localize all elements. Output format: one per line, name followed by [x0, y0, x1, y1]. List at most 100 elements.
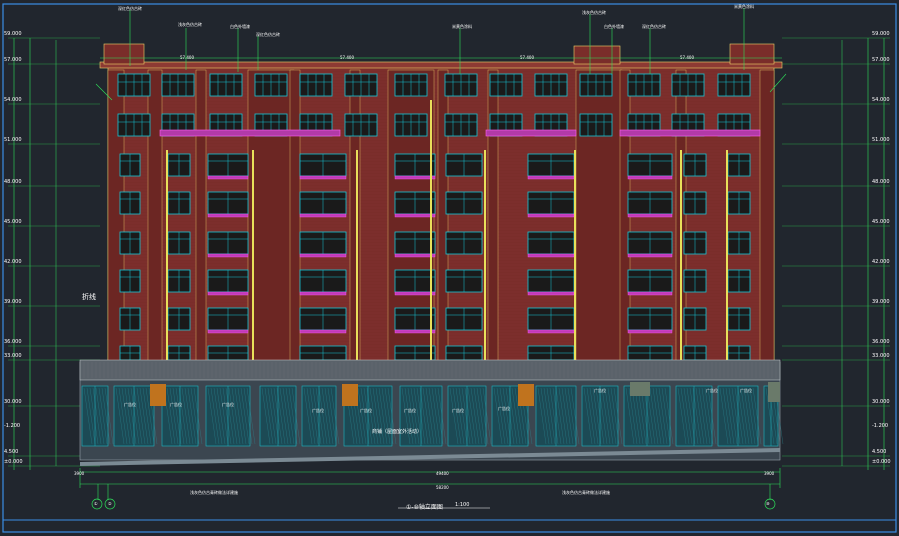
glass-hatch — [473, 387, 483, 445]
roof-parapet — [99, 61, 783, 69]
glass-hatch — [607, 387, 617, 445]
balcony-rail — [394, 253, 436, 258]
glass-hatch — [318, 387, 328, 445]
glass-hatch — [210, 387, 220, 445]
balcony-rail — [207, 213, 249, 218]
elevation-label: -1.200 — [4, 423, 21, 429]
elevation-label: 59.000 — [4, 31, 22, 37]
balcony-rail — [207, 253, 249, 258]
glass-hatch — [610, 387, 620, 445]
shop-tag: 广告位 — [404, 408, 416, 413]
axis-bubble-10 — [764, 498, 776, 510]
balcony-rail — [299, 213, 347, 218]
glass-hatch — [549, 387, 559, 445]
glass-hatch — [692, 387, 702, 445]
glass-hatch — [124, 387, 134, 445]
left-dim: 3900 — [74, 471, 85, 476]
ground-slope — [80, 448, 780, 466]
glass-hatch — [407, 387, 417, 445]
glass-hatch — [387, 387, 397, 445]
axis-right-1: ⑩ — [766, 501, 770, 506]
elevation-label: -1.200 — [872, 423, 889, 429]
elevation-label: 39.000 — [4, 299, 22, 305]
glass-hatch — [384, 387, 394, 445]
glass-hatch — [452, 387, 462, 445]
glass-hatch — [231, 387, 241, 445]
glass-hatch — [698, 387, 708, 445]
material-callout: 深红色仿古砖 — [118, 6, 142, 11]
glass-hatch — [746, 387, 756, 445]
glass-hatch — [86, 387, 96, 445]
glass-hatch — [449, 387, 459, 445]
balcony-rail — [394, 175, 436, 180]
sheet-border — [2, 3, 897, 533]
material-callout: 米黄色涂料 — [452, 24, 472, 29]
glass-hatch — [725, 387, 735, 445]
glass-hatch — [499, 387, 509, 445]
glass-hatch — [664, 387, 674, 445]
glass-hatch — [288, 387, 298, 445]
glass-hatch — [145, 387, 155, 445]
glass-hatch — [366, 387, 376, 445]
balcony-rail — [207, 291, 249, 296]
shop-tag: 广告位 — [312, 408, 324, 413]
glass-hatch — [133, 387, 143, 445]
glass-hatch — [369, 387, 379, 445]
glass-hatch — [372, 387, 382, 445]
glass-hatch — [631, 387, 641, 445]
callout-leader — [95, 83, 113, 101]
balcony-rail — [159, 129, 341, 137]
top-dim-4: 57.400 — [680, 55, 694, 60]
balcony-rail — [627, 213, 673, 218]
glass-hatch — [586, 387, 596, 445]
balcony-rail — [527, 253, 575, 258]
elevation-label: 51.000 — [4, 137, 22, 143]
stair-tower-right — [729, 43, 775, 65]
glass-hatch — [476, 387, 486, 445]
glass-hatch — [378, 387, 388, 445]
glass-hatch — [181, 387, 191, 445]
glass-hatch — [312, 387, 322, 445]
glass-hatch — [461, 387, 471, 445]
glass-hatch — [661, 387, 671, 445]
glass-hatch — [89, 387, 99, 445]
glass-hatch — [734, 387, 744, 445]
glass-hatch — [92, 387, 102, 445]
glass-hatch — [749, 387, 759, 445]
stair-tower-mid — [573, 45, 621, 65]
glass-hatch — [437, 387, 447, 445]
glass-hatch — [613, 387, 623, 445]
glass-hatch — [190, 387, 200, 445]
glass-hatch — [187, 387, 197, 445]
shop-tag: 广告位 — [706, 388, 718, 393]
glass-hatch — [680, 387, 690, 445]
elevation-label: 51.000 — [872, 137, 890, 143]
left-note: 折线 — [82, 293, 96, 301]
elevation-label: 42.000 — [872, 259, 890, 265]
elevation-label: 48.000 — [872, 179, 890, 185]
glass-hatch — [546, 387, 556, 445]
orange-sign — [342, 384, 358, 406]
orange-sign — [518, 384, 534, 406]
material-callout: 米黄色涂料 — [734, 4, 754, 9]
glass-hatch — [470, 387, 480, 445]
glass-hatch — [375, 387, 385, 445]
elevation-label: 42.000 — [4, 259, 22, 265]
axis-bubble-2 — [104, 498, 116, 510]
material-callout: 浅灰色仿古砖 — [178, 22, 202, 27]
glass-hatch — [704, 387, 714, 445]
glass-hatch — [127, 387, 137, 445]
material-callout: 白色外墙漆 — [604, 24, 624, 29]
trim-strip — [356, 150, 358, 362]
balcony-rail — [207, 329, 249, 334]
glass-hatch — [458, 387, 468, 445]
glass-hatch — [303, 387, 313, 445]
top-dim-1: 57.400 — [180, 55, 194, 60]
glass-hatch — [655, 387, 665, 445]
glass-hatch — [309, 387, 319, 445]
glass-hatch — [360, 387, 370, 445]
trim-strip — [252, 150, 254, 362]
glass-hatch — [139, 387, 149, 445]
bottom-note-2: 浅灰色仿古青砖做法详建施 — [562, 490, 610, 495]
